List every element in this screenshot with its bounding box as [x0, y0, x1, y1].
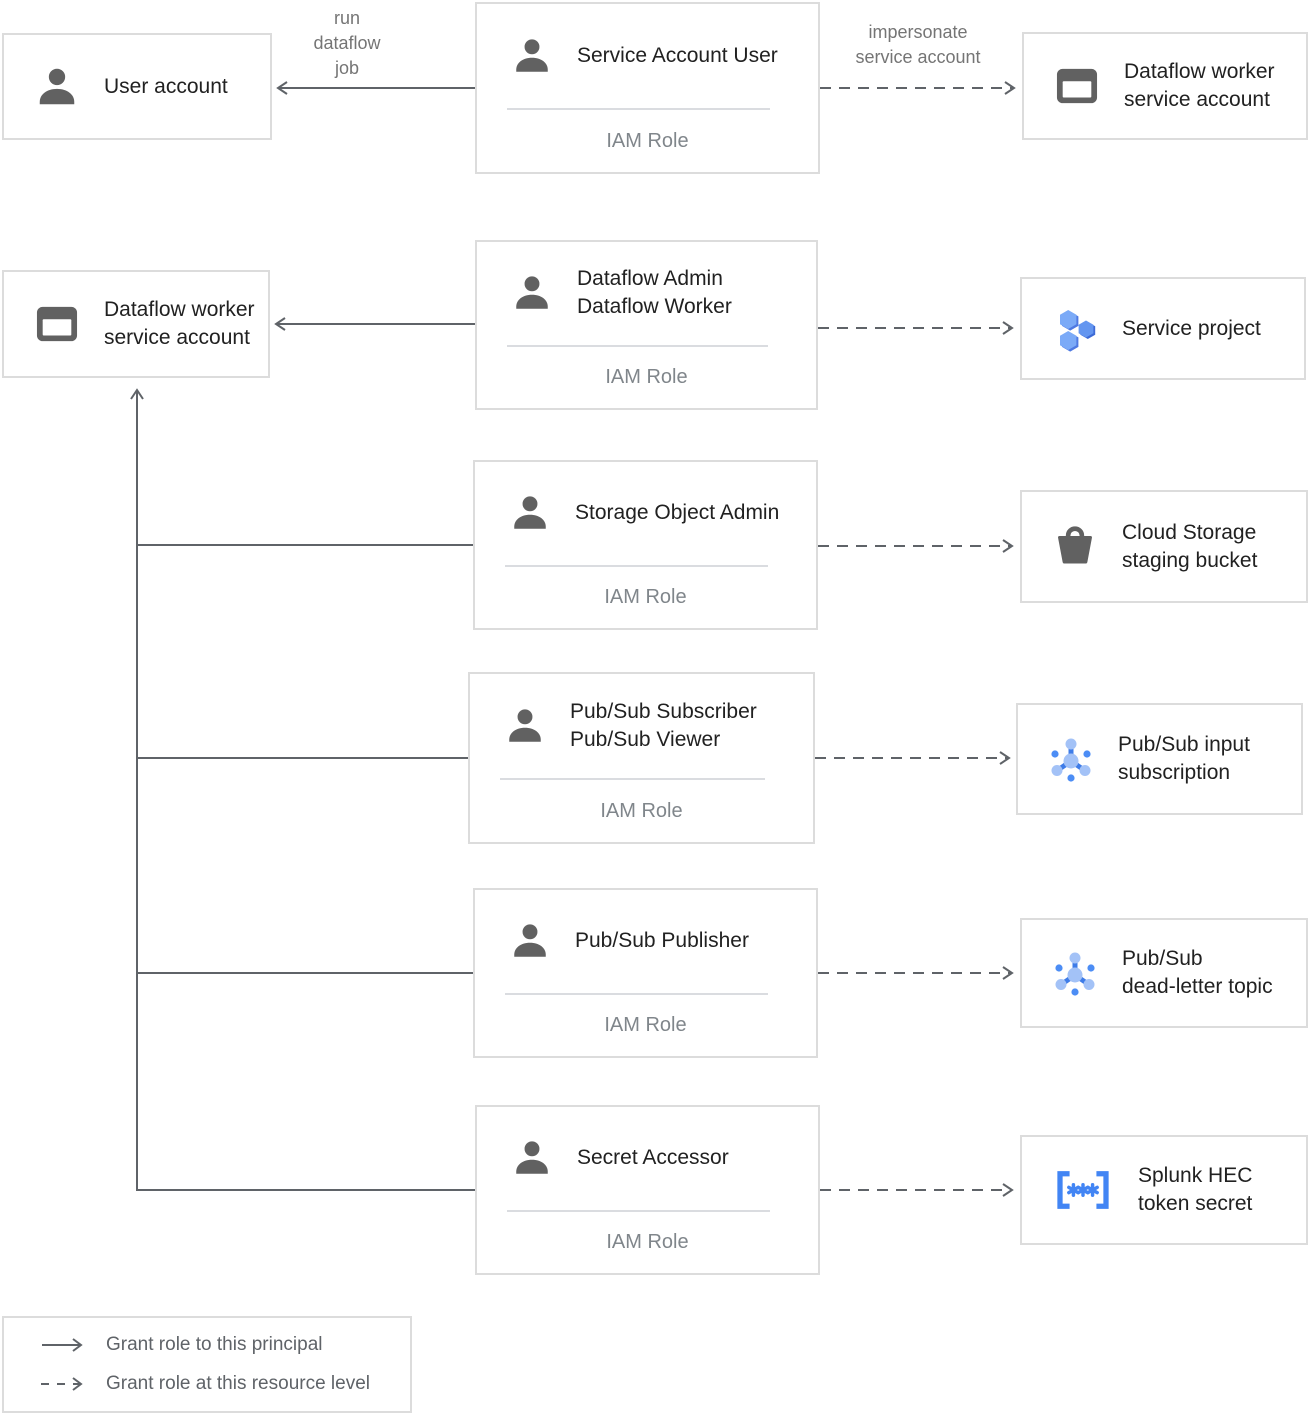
role-names: Service Account User	[577, 44, 778, 68]
legend-solid-label: Grant role to this principal	[106, 1334, 323, 1356]
node-label: Service project	[1122, 316, 1261, 340]
node-pubsub-dead-letter-topic: Pub/Sub dead-letter topic	[1020, 918, 1308, 1028]
person-icon	[507, 1137, 557, 1179]
role-box-storage-object-admin: Storage Object Admin IAM Role	[473, 460, 818, 630]
role-names: Pub/Sub Subscriber Pub/Sub Viewer	[570, 700, 757, 752]
pubsub-icon	[1046, 735, 1096, 783]
node-label: Pub/Sub dead-letter topic	[1122, 947, 1273, 998]
secret-brackets-icon	[1050, 1167, 1116, 1213]
role-names: Secret Accessor	[577, 1146, 729, 1170]
dashed-arrow-icon	[41, 1376, 83, 1391]
solid-arrow-icon	[42, 1338, 83, 1353]
node-splunk-hec-token-secret: Splunk HEC token secret	[1020, 1135, 1308, 1245]
iam-role-caption: IAM Role	[604, 585, 687, 608]
divider	[507, 344, 768, 347]
app-window-icon	[32, 303, 82, 345]
role-box-service-account-user: Service Account User IAM Role	[475, 2, 820, 174]
role-names: Storage Object Admin	[575, 501, 780, 525]
person-icon	[500, 705, 550, 747]
role-box-pubsub-subscriber-viewer: Pub/Sub Subscriber Pub/Sub Viewer IAM Ro…	[468, 672, 815, 844]
iam-role-caption: IAM Role	[600, 799, 683, 822]
role-names: Pub/Sub Publisher	[575, 929, 749, 953]
node-dataflow-worker-service-account-right: Dataflow worker service account	[1022, 32, 1308, 140]
role-box-dataflow-admin-worker: Dataflow Admin Dataflow Worker IAM Role	[475, 240, 818, 410]
iam-role-caption: IAM Role	[605, 365, 688, 388]
person-icon	[505, 920, 555, 962]
legend: Grant role to this principal Grant role …	[2, 1316, 412, 1413]
node-label: Pub/Sub input subscription	[1118, 733, 1250, 784]
divider	[505, 564, 768, 567]
legend-row-dashed: Grant role at this resource level	[40, 1373, 410, 1395]
edge-label-impersonate-service-account: impersonate service account	[855, 22, 981, 67]
divider	[507, 1209, 770, 1212]
node-user-account: User account	[2, 33, 272, 140]
role-box-pubsub-publisher: Pub/Sub Publisher IAM Role	[473, 888, 818, 1058]
node-label: Cloud Storage staging bucket	[1122, 520, 1258, 572]
node-label: User account	[104, 74, 228, 98]
node-service-project: Service project	[1020, 277, 1306, 380]
person-icon	[507, 35, 557, 77]
storage-bucket-icon	[1050, 525, 1100, 569]
edge-label-run-dataflow-job: run dataflow job	[313, 8, 381, 78]
node-cloud-storage-staging-bucket: Cloud Storage staging bucket	[1020, 490, 1308, 603]
app-window-icon	[1052, 65, 1102, 107]
divider	[507, 108, 770, 111]
node-pubsub-input-subscription: Pub/Sub input subscription	[1016, 703, 1303, 815]
role-names: Dataflow Admin Dataflow Worker	[577, 267, 732, 319]
role-box-secret-accessor: Secret Accessor IAM Role	[475, 1105, 820, 1275]
person-icon	[505, 492, 555, 534]
person-icon	[507, 272, 557, 314]
iam-role-caption: IAM Role	[604, 1013, 687, 1036]
project-hexagons-icon	[1050, 305, 1100, 353]
divider	[505, 992, 768, 995]
node-label: Dataflow worker service account	[104, 298, 255, 349]
divider	[500, 778, 765, 781]
pubsub-icon	[1050, 949, 1100, 997]
node-label: Splunk HEC token secret	[1138, 1164, 1253, 1215]
legend-row-solid: Grant role to this principal	[40, 1334, 410, 1356]
legend-dashed-label: Grant role at this resource level	[106, 1372, 371, 1394]
iam-role-caption: IAM Role	[606, 129, 689, 152]
iam-role-caption: IAM Role	[606, 1230, 689, 1253]
person-icon	[32, 64, 82, 110]
node-label: Dataflow worker service account	[1124, 60, 1275, 111]
node-dataflow-worker-service-account-left: Dataflow worker service account	[2, 270, 270, 378]
